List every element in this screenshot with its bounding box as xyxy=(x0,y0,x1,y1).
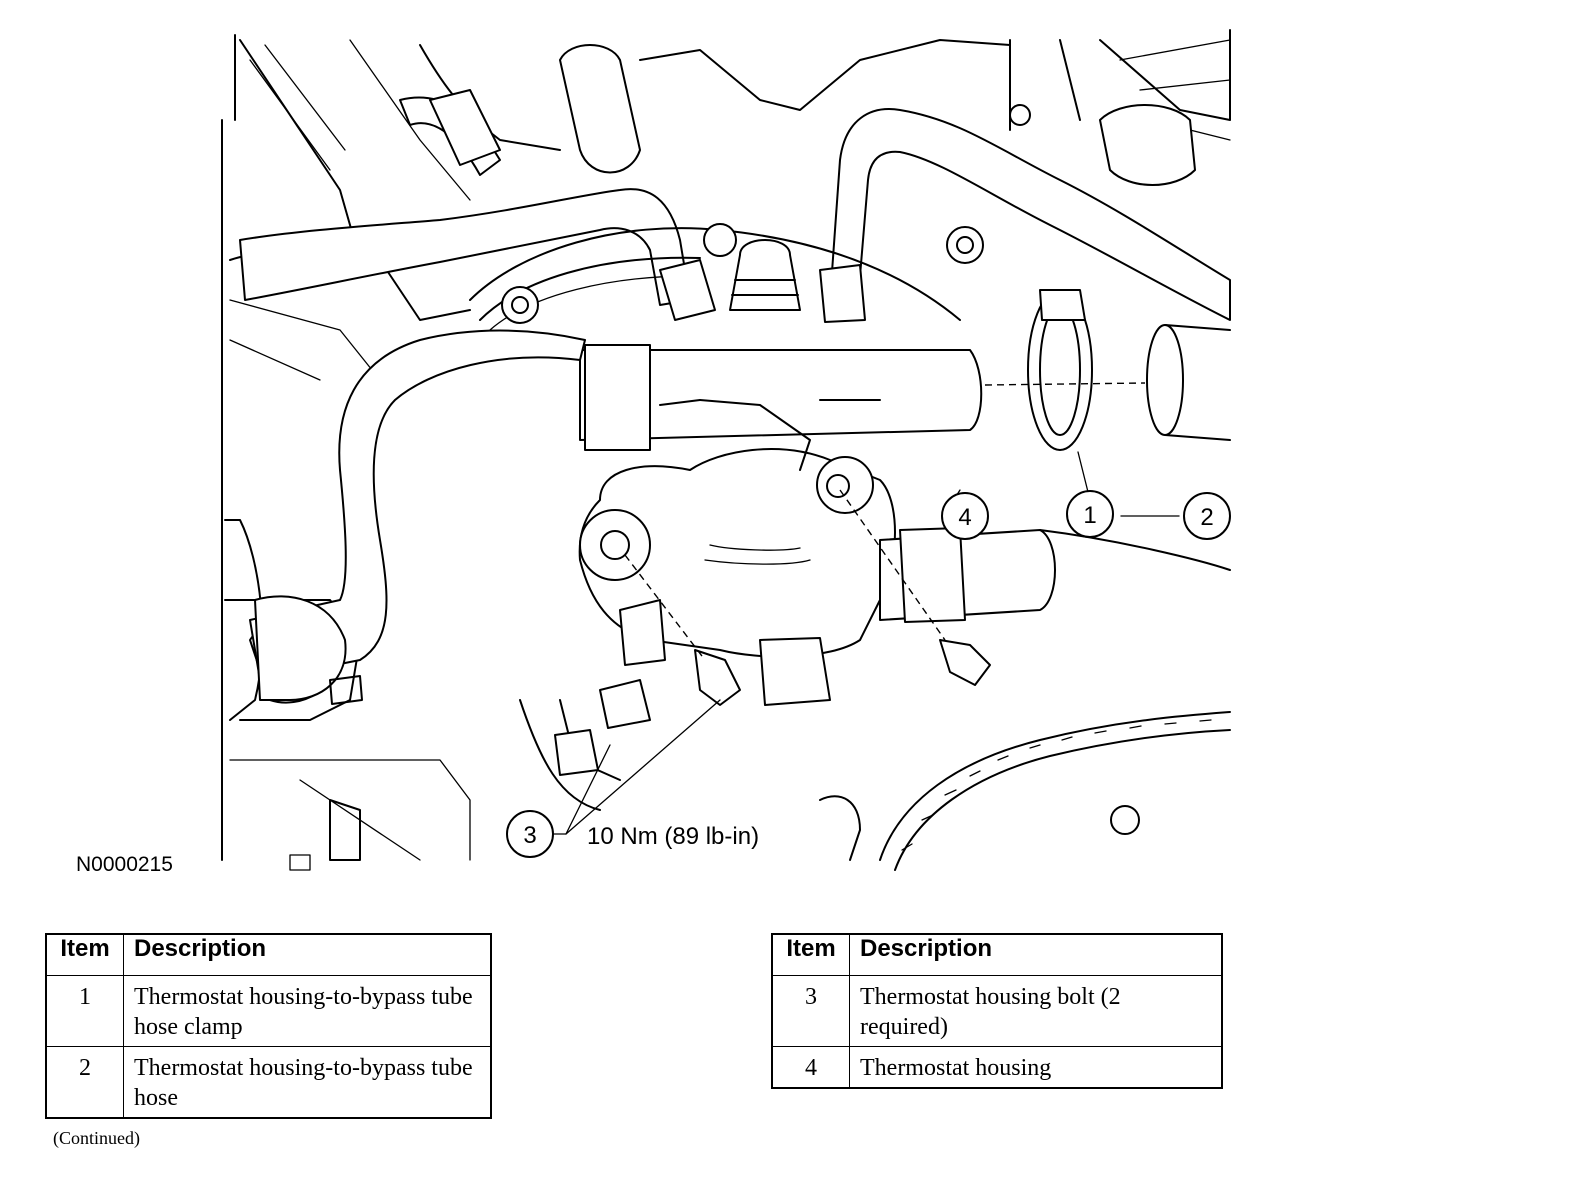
lower-hose-left xyxy=(249,329,586,705)
upper-tube xyxy=(579,239,983,451)
table-row: 1 Thermostat housing-to-bypass tube hose… xyxy=(45,975,492,1047)
table-row: 2 Thermostat housing-to-bypass tube hose xyxy=(45,1046,492,1119)
callout-4: 4 xyxy=(941,492,989,540)
item-description: Thermostat housing xyxy=(849,1046,1223,1089)
callout-leaders xyxy=(547,451,1180,835)
table-header-row: Item Description xyxy=(45,933,492,976)
header-item: Item xyxy=(45,933,124,976)
item-table-left: Item Description 1 Thermostat housing-to… xyxy=(45,933,492,1119)
header-description: Description xyxy=(849,933,1223,976)
table-row: 4 Thermostat housing xyxy=(771,1046,1223,1089)
thermostat-housing-bolts xyxy=(619,489,991,706)
table-header-row: Item Description xyxy=(771,933,1223,976)
lower-components xyxy=(519,679,1231,871)
header-description: Description xyxy=(123,933,492,976)
callout-3-label: 3 xyxy=(523,822,536,849)
hose-clamp-and-hose xyxy=(984,289,1231,451)
continued-note: (Continued) xyxy=(53,1128,140,1148)
item-description: Thermostat housing bolt (2 required) xyxy=(849,975,1223,1047)
callout-2: 2 xyxy=(1183,492,1231,540)
callout-2-label: 2 xyxy=(1200,504,1213,531)
figure-id: N0000215 xyxy=(76,853,173,876)
item-table-right: Item Description 3 Thermostat housing bo… xyxy=(771,933,1223,1089)
header-item: Item xyxy=(771,933,850,976)
callout-1-label: 1 xyxy=(1083,502,1096,529)
table-row: 3 Thermostat housing bolt (2 required) xyxy=(771,975,1223,1047)
callout-3: 3 xyxy=(506,810,554,858)
front-cover xyxy=(469,104,1031,331)
torque-spec-label: 10 Nm (89 lb-in) xyxy=(587,823,759,850)
engine-illustration: 1 2 3 4 10 Nm (89 lb-in) xyxy=(221,29,1231,871)
lower-bypass-hose xyxy=(879,527,1231,623)
item-number: 4 xyxy=(771,1046,850,1089)
item-number: 2 xyxy=(45,1046,124,1119)
callout-1: 1 xyxy=(1066,490,1114,538)
engine-background-linework xyxy=(221,29,1231,871)
item-number: 3 xyxy=(771,975,850,1047)
item-description: Thermostat housing-to-bypass tube hose xyxy=(123,1046,492,1119)
item-description: Thermostat housing-to-bypass tube hose c… xyxy=(123,975,492,1047)
callout-4-label: 4 xyxy=(958,504,971,531)
item-number: 1 xyxy=(45,975,124,1047)
upper-hose-left xyxy=(239,89,691,306)
upper-hose-right xyxy=(829,104,1231,321)
